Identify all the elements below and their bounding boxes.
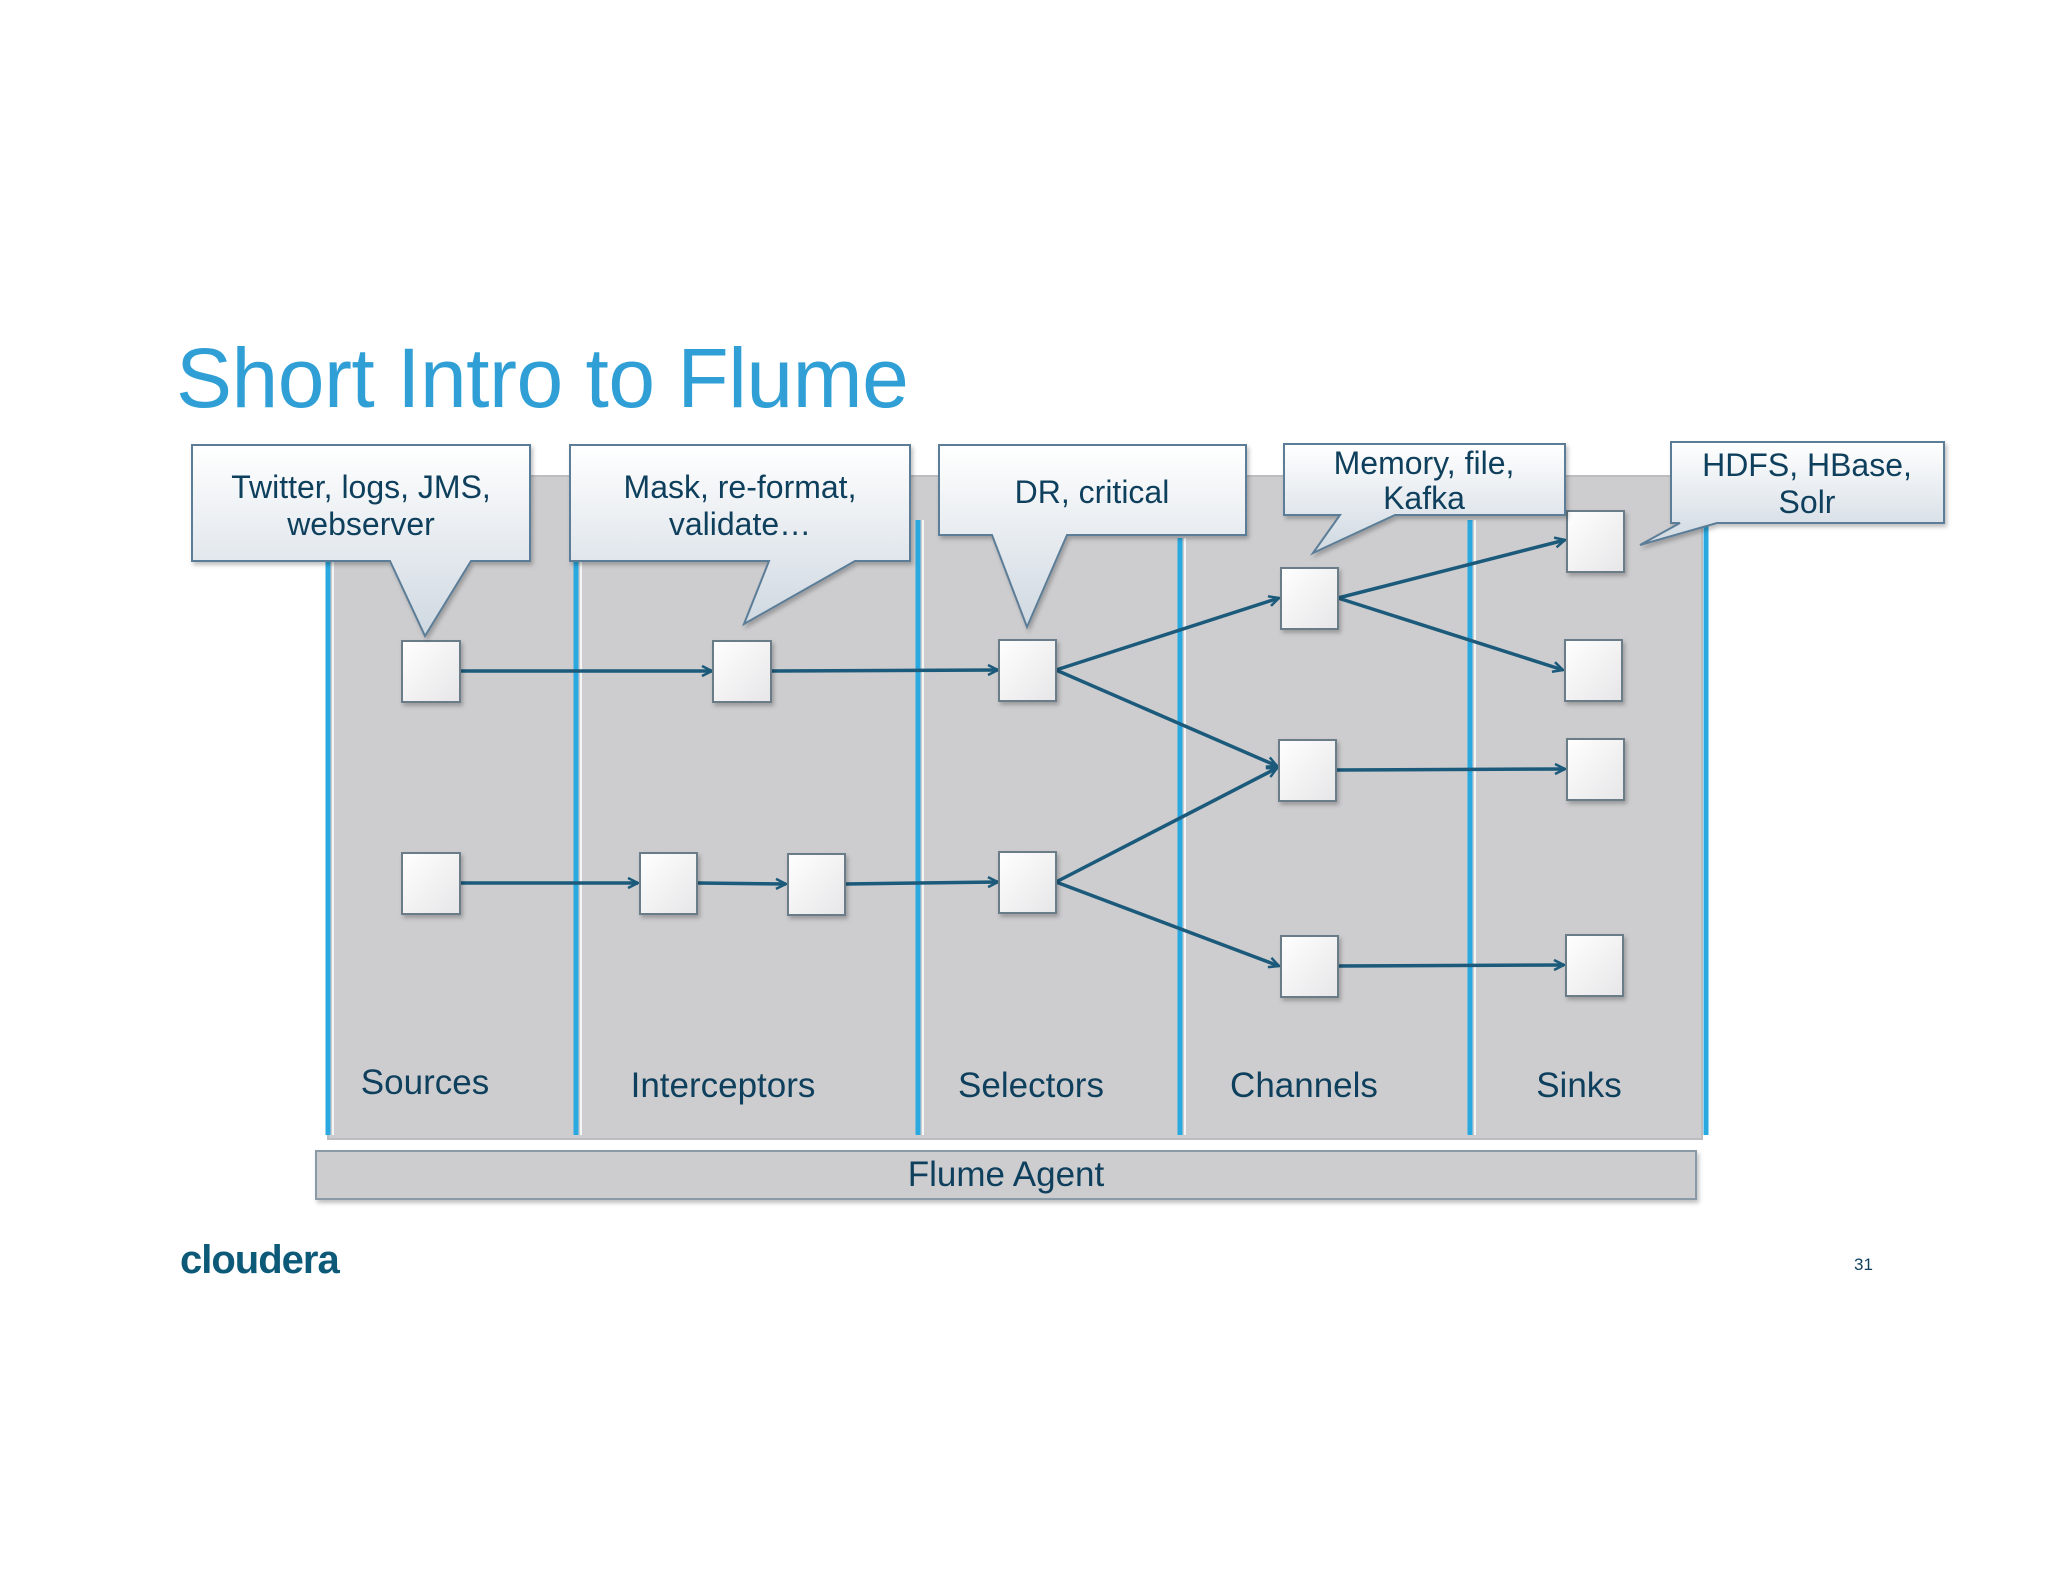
source-box — [401, 852, 461, 915]
callout-sinks-line1: HDFS, HBase, — [1702, 447, 1912, 483]
interceptor-box — [712, 640, 772, 703]
flow-arrows — [460, 540, 1565, 966]
callout-channels — [1283, 443, 1566, 556]
flume-agent-label: Flume Agent — [908, 1155, 1105, 1194]
callout-channels-line2: Kafka — [1383, 480, 1465, 516]
slide-title: Short Intro to Flume — [176, 331, 909, 425]
arrow-selector1-channel1 — [1055, 598, 1279, 672]
channel-box — [1280, 567, 1339, 630]
callouts — [191, 441, 1945, 639]
arrow-channel1-sink2 — [1337, 596, 1563, 670]
sink-box — [1564, 639, 1623, 702]
arrow-interceptor-selector2 — [844, 882, 998, 884]
sink-box — [1565, 934, 1624, 997]
callout-channels-line1: Memory, file, — [1334, 445, 1515, 481]
interceptor-box — [639, 852, 698, 915]
callout-sinks-line2: Solr — [1779, 484, 1836, 520]
column-label-channels: Channels — [1230, 1066, 1378, 1105]
divider-highlights — [332, 520, 1476, 1135]
sink-box — [1566, 738, 1625, 801]
arrow-interceptor-selector1 — [770, 670, 998, 671]
arrow-interceptor-interceptor — [696, 883, 786, 884]
arrow-channel2-sink3 — [1335, 769, 1565, 770]
column-dividers — [325, 520, 1709, 1135]
column-label-sinks: Sinks — [1536, 1066, 1622, 1105]
interceptor-box — [787, 853, 846, 916]
callout-sinks — [1639, 441, 1945, 546]
callout-sources-line1: Twitter, logs, JMS, — [231, 469, 491, 505]
callout-selectors-line1: DR, critical — [1015, 474, 1170, 510]
callout-sources — [191, 444, 531, 639]
selector-box — [998, 639, 1057, 702]
flume-agent-bar — [315, 1150, 1697, 1200]
arrow-selector2-channel2 — [1055, 766, 1277, 884]
arrow-selector2-channel3 — [1055, 880, 1279, 966]
callout-interceptors-line1: Mask, re-format, — [624, 469, 857, 505]
cloudera-logo: cloudera — [180, 1238, 340, 1282]
page-number: 31 — [1854, 1255, 1873, 1274]
channel-box — [1280, 935, 1339, 998]
component-boxes — [401, 510, 1625, 998]
callout-selectors — [938, 444, 1247, 630]
column-label-selectors: Selectors — [958, 1066, 1104, 1105]
column-labels: Sources Interceptors Selectors Channels … — [361, 1063, 1622, 1105]
arrow-channel3-sink4 — [1337, 965, 1564, 966]
callout-sources-line2: webserver — [286, 506, 435, 542]
callout-interceptors — [569, 444, 911, 627]
arrow-channel1-sink1 — [1337, 540, 1565, 600]
sink-box — [1566, 510, 1625, 573]
column-label-sources: Sources — [361, 1063, 489, 1102]
source-box — [401, 640, 461, 703]
column-label-interceptors: Interceptors — [631, 1066, 816, 1105]
callout-interceptors-line2: validate… — [669, 506, 811, 542]
callout-texts: Twitter, logs, JMS, webserver Mask, re-f… — [231, 445, 1912, 542]
selector-box — [998, 851, 1057, 914]
arrow-selector1-channel2 — [1055, 668, 1277, 766]
channel-box — [1278, 739, 1337, 802]
